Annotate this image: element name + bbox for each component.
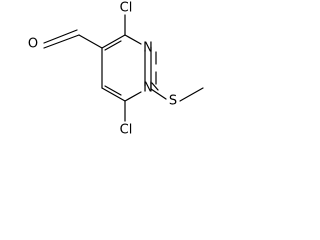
bond-c6-c-bottom — [101, 87, 126, 102]
atom-label-cl-bottom: Cl — [120, 123, 133, 138]
bond-c-bottom-n-lower — [124, 91, 142, 102]
bond-n-upper-c4 — [124, 34, 142, 45]
bond-s-ch3 — [179, 87, 204, 102]
bond-cho-o — [43, 34, 80, 49]
atom-label-cl-top: Cl — [120, 1, 133, 16]
atom-label-n-lower: N — [143, 81, 153, 96]
atom-label-n-upper: N — [143, 41, 153, 56]
atom-label-s-thio: S — [169, 94, 177, 109]
bond-c4-c5 — [101, 34, 126, 49]
chemical-structure-diagram: Cl N N O S Cl — [28, 1, 204, 138]
bond-cho-o-inner — [43, 29, 78, 44]
atom-label-o-aldehyde: O — [28, 37, 38, 52]
bond-c2-s — [150, 88, 167, 100]
bond-c5-cho — [78, 34, 103, 49]
bond-c4-c5-inner — [104, 40, 122, 51]
bond-n-lower-c2-top — [151, 82, 159, 91]
bond-c6-c-bottom-inner — [104, 85, 122, 96]
